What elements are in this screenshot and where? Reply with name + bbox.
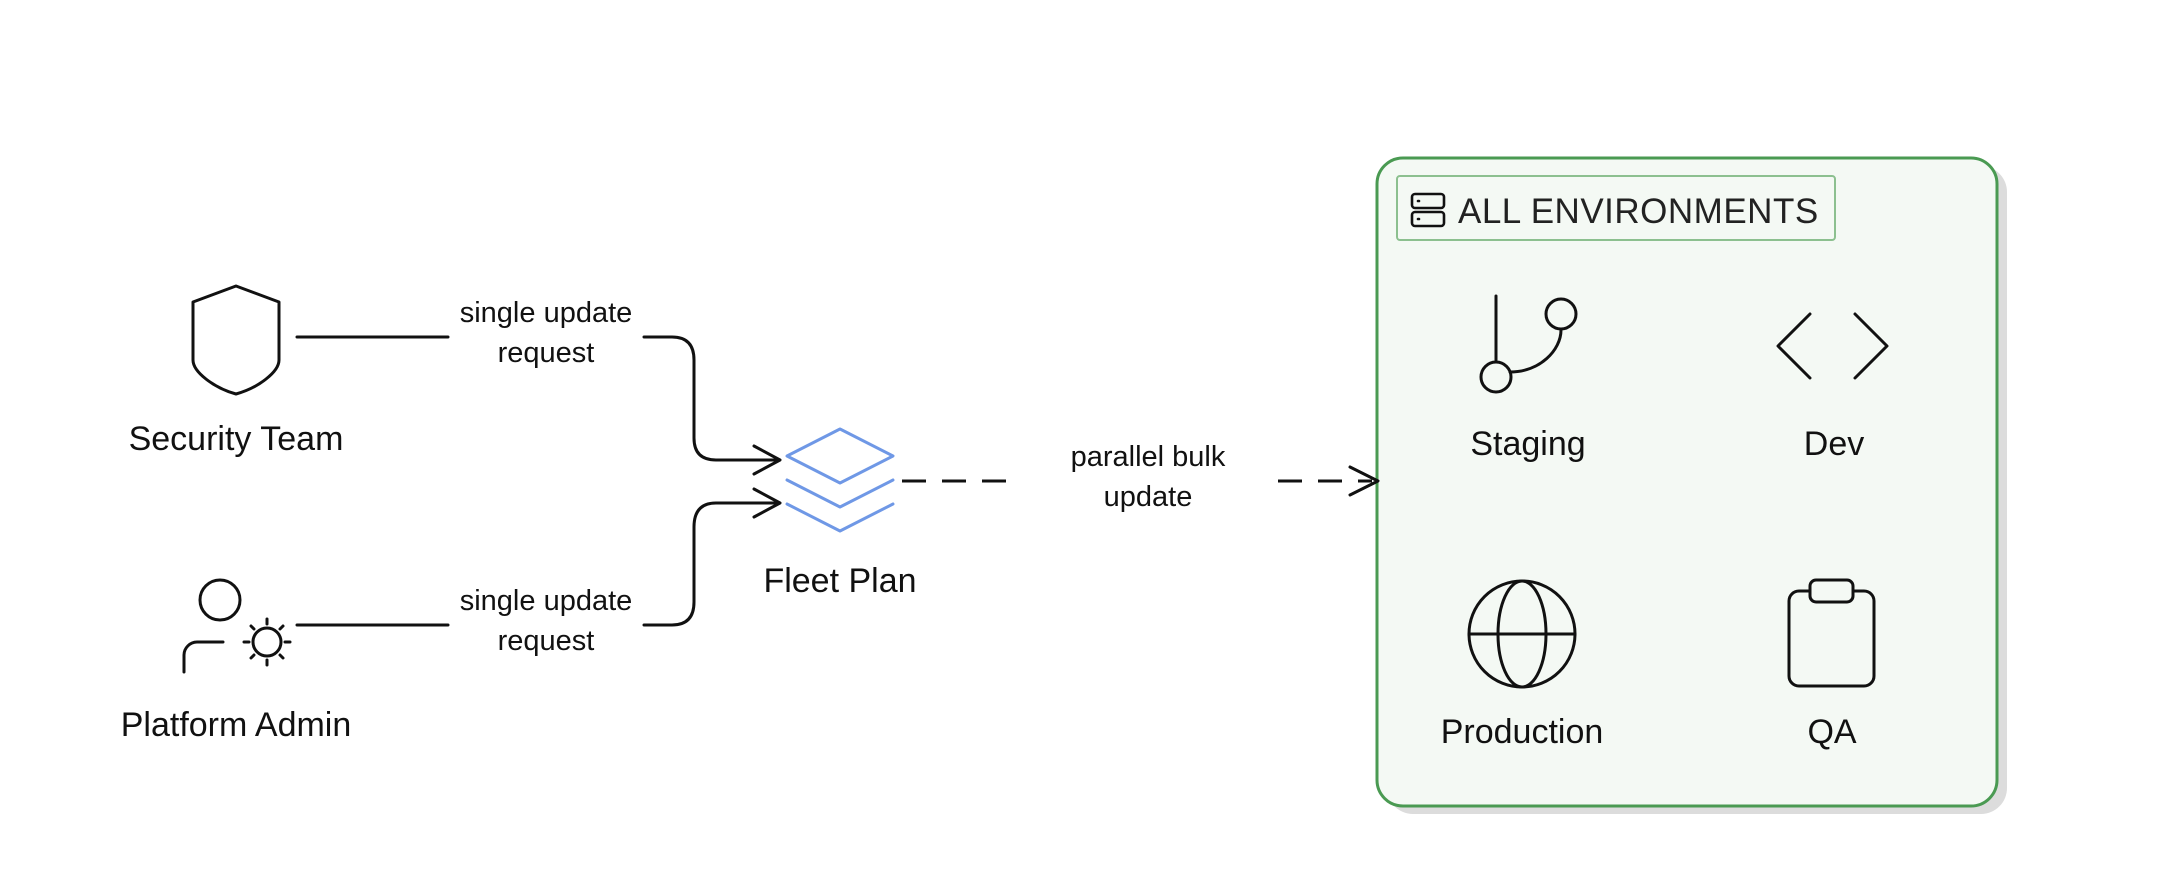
- server-stack-icon: [1410, 192, 1446, 228]
- env-dev[interactable]: Dev: [1776, 312, 1889, 463]
- layers-icon: [785, 427, 895, 533]
- arrowhead: [752, 444, 782, 476]
- edge-label-security-line1: single update: [460, 297, 633, 329]
- edge-label-admin-line1: single update: [460, 585, 633, 617]
- actor-security-team[interactable]: Security Team: [129, 284, 344, 458]
- edge-admin-to-fleet[interactable]: single update request: [295, 487, 782, 657]
- arrowhead: [1348, 465, 1380, 497]
- globe-icon: [1467, 579, 1577, 689]
- actor-label-security-team: Security Team: [129, 420, 344, 458]
- env-staging[interactable]: Staging: [1470, 294, 1586, 463]
- env-label-production: Production: [1441, 713, 1604, 751]
- env-production[interactable]: Production: [1441, 579, 1604, 751]
- edge-label-bulk-line1: parallel bulk: [1071, 441, 1226, 473]
- edge-security-to-fleet[interactable]: single update request: [295, 297, 782, 476]
- edge-fleet-to-environments[interactable]: parallel bulk update: [902, 441, 1380, 513]
- code-icon: [1776, 312, 1889, 380]
- hub-fleet-plan[interactable]: Fleet Plan: [763, 427, 917, 600]
- edge-label-security-line2: request: [498, 337, 595, 369]
- hub-label-fleet-plan: Fleet Plan: [763, 562, 916, 600]
- user-gear-icon: [182, 578, 292, 674]
- actor-platform-admin[interactable]: Platform Admin: [121, 578, 352, 744]
- edge-label-bulk-line2: update: [1104, 481, 1193, 513]
- edge-label-admin-line2: request: [498, 625, 595, 657]
- env-label-qa: QA: [1807, 713, 1856, 751]
- actor-label-platform-admin: Platform Admin: [121, 706, 352, 744]
- clipboard-icon: [1787, 578, 1876, 688]
- env-label-staging: Staging: [1470, 425, 1585, 463]
- env-qa[interactable]: QA: [1787, 578, 1876, 751]
- shield-icon: [191, 284, 281, 396]
- group-title-badge: ALL ENVIRONMENTS: [1396, 175, 1836, 241]
- group-title: ALL ENVIRONMENTS: [1458, 192, 1819, 231]
- git-branch-icon: [1479, 294, 1578, 394]
- arrowhead: [752, 487, 782, 519]
- group-container: [1375, 156, 1999, 808]
- environments-group[interactable]: ALL ENVIRONMENTS: [1375, 156, 2007, 814]
- env-label-dev: Dev: [1804, 425, 1864, 463]
